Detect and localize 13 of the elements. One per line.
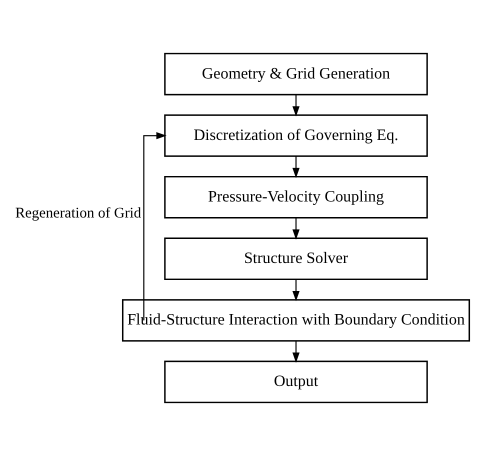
node-box: Geometry & Grid Generation: [164, 52, 428, 95]
arrow: [143, 132, 167, 320]
arrow: [292, 218, 300, 240]
arrow: [292, 279, 300, 301]
arrow: [292, 340, 300, 362]
arrow: [292, 94, 300, 116]
edge-label: Regeneration of Grid: [15, 204, 142, 221]
node-box: Pressure-Velocity Coupling: [164, 175, 428, 218]
node-box: Output: [164, 360, 428, 403]
arrow: [292, 156, 300, 178]
node-box: Discretization of Governing Eq.: [164, 114, 428, 156]
node-box: Fluid-Structure Interaction with Boundary Condition: [122, 298, 470, 342]
node-box: Structure Solver: [164, 237, 428, 280]
